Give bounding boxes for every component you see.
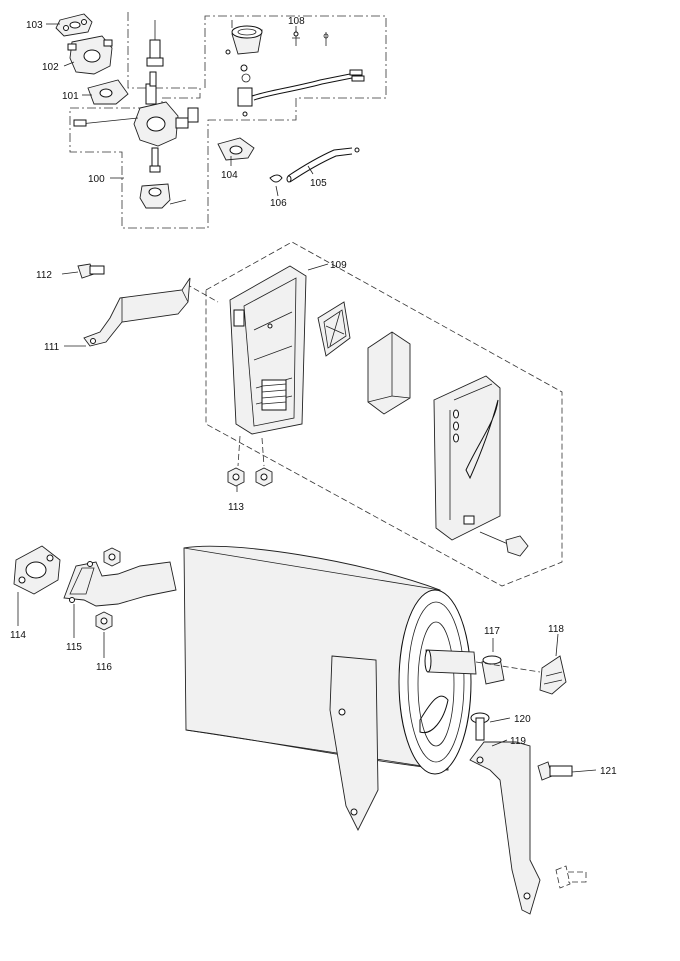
foam-filter: [367, 331, 411, 415]
muffler-body: [183, 545, 477, 832]
leader-lines: [17, 20, 597, 773]
gasket-114: [13, 545, 61, 595]
bolt-121: [537, 761, 573, 781]
air-cleaner-group: [77, 241, 563, 587]
linkage: [146, 20, 164, 67]
solenoid-wire: [242, 69, 365, 117]
exhaust-pipe-115: [63, 561, 177, 607]
callout-116: 116: [96, 662, 112, 673]
filter-plate: [317, 301, 351, 357]
callout-106: 106: [270, 198, 287, 209]
breather-hose-105: [286, 147, 360, 183]
clamp-118: [539, 655, 567, 695]
callout-101: 101: [62, 91, 79, 102]
callout-104: 104: [221, 170, 238, 181]
float-bowl: [139, 183, 187, 209]
callout-119: 119: [510, 736, 526, 747]
callout-labels: 103 102 101 100 108 104 105 106 109 112 …: [10, 16, 617, 777]
bolt-120: [470, 712, 490, 741]
callout-102: 102: [42, 62, 59, 73]
muffler-bracket-119: [469, 741, 541, 915]
gasket-104: [217, 137, 255, 161]
callout-113: 113: [228, 502, 244, 513]
bracket-111: [83, 277, 191, 347]
nuts-113: [227, 435, 273, 487]
carburetor-group: [55, 12, 387, 229]
nut-116: [95, 547, 121, 631]
callout-118: 118: [548, 624, 564, 635]
callout-109: 109: [330, 260, 347, 271]
callout-117: 117: [484, 626, 500, 637]
callout-115: 115: [66, 642, 82, 653]
carburetor-body: [73, 71, 199, 173]
callout-103: 103: [26, 20, 43, 31]
bolt-112: [77, 263, 105, 279]
callout-100: 100: [88, 174, 105, 185]
callout-108: 108: [288, 16, 305, 27]
clip-106: [269, 174, 283, 183]
clamp-108: [292, 30, 329, 46]
insulator-102: [67, 35, 113, 75]
gasket-103: [55, 13, 93, 37]
callout-105: 105: [310, 178, 327, 189]
callout-112: 112: [36, 270, 52, 281]
spare-bolt: [555, 865, 587, 889]
callout-121: 121: [600, 766, 617, 777]
choke-cup: [225, 25, 263, 107]
muffler-group: [13, 545, 587, 915]
air-cleaner-case: [229, 265, 307, 435]
air-cleaner-cover: [433, 375, 529, 557]
callout-111: 111: [44, 342, 60, 353]
callout-114: 114: [10, 630, 26, 641]
insulator-plate-101: [87, 79, 129, 105]
callout-120: 120: [514, 714, 531, 725]
bushing-117: [481, 655, 505, 685]
